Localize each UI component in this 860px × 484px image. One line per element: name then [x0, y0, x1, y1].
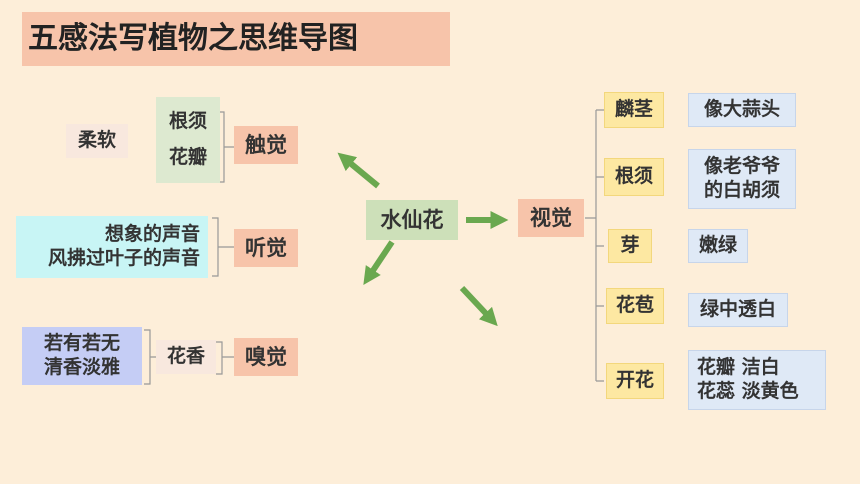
sight-desc-bulb: 像大蒜头 [688, 93, 796, 127]
touch-bracket [218, 111, 234, 183]
smell-desc: 若有若无 清香淡雅 [22, 327, 142, 385]
hearing-bracket [212, 217, 234, 277]
touch-label: 触觉 [234, 126, 298, 164]
hearing-label: 听觉 [234, 229, 298, 267]
sight-desc-bloom-line-2: 花蕊 淡黄色 [697, 380, 799, 402]
smell-desc-line-1: 若有若无 [43, 332, 120, 355]
sight-part-bulb: 麟茎 [604, 92, 664, 128]
hearing-desc-line-2: 风拂过叶子的声音 [47, 247, 200, 269]
sight-desc-bud: 绿中透白 [688, 293, 788, 327]
smell-item: 花香 [156, 340, 216, 374]
arrow-to-hearing [363, 240, 395, 285]
hearing-desc: 想象的声音 风拂过叶子的声音 [16, 216, 208, 278]
sight-label: 视觉 [518, 199, 584, 237]
sight-desc-roots-line-2: 的白胡须 [703, 179, 780, 201]
touch-item-roots: 根须 [168, 110, 207, 133]
touch-item-petals: 花瓣 [168, 146, 207, 168]
sight-part-bud: 花苞 [606, 288, 664, 324]
smell-bracket [144, 329, 156, 385]
touch-items: 根须 花瓣 [156, 97, 220, 183]
sight-desc-bloom: 花瓣 洁白 花蕊 淡黄色 [688, 350, 826, 410]
sight-part-sprout: 芽 [608, 229, 652, 263]
sight-desc-roots-line-1: 像老爷爷 [703, 155, 780, 178]
sight-part-bloom: 开花 [606, 363, 664, 399]
sight-tree [585, 109, 604, 382]
smell-desc-line-2: 清香淡雅 [43, 356, 120, 378]
sight-desc-sprout: 嫩绿 [688, 229, 748, 263]
hearing-desc-line-1: 想象的声音 [104, 223, 200, 246]
smell-bracket-right [216, 341, 234, 375]
center-node: 水仙花 [366, 200, 458, 240]
sight-part-roots: 根须 [604, 158, 664, 196]
sight-desc-bloom-line-1: 花瓣 洁白 [697, 356, 780, 379]
arrow-to-empty [459, 285, 498, 327]
touch-desc: 柔软 [66, 124, 128, 158]
smell-label: 嗅觉 [234, 338, 298, 376]
sight-desc-roots: 像老爷爷 的白胡须 [688, 149, 796, 209]
arrow-to-touch [337, 152, 380, 189]
page-title: 五感法写植物之思维导图 [22, 12, 450, 66]
